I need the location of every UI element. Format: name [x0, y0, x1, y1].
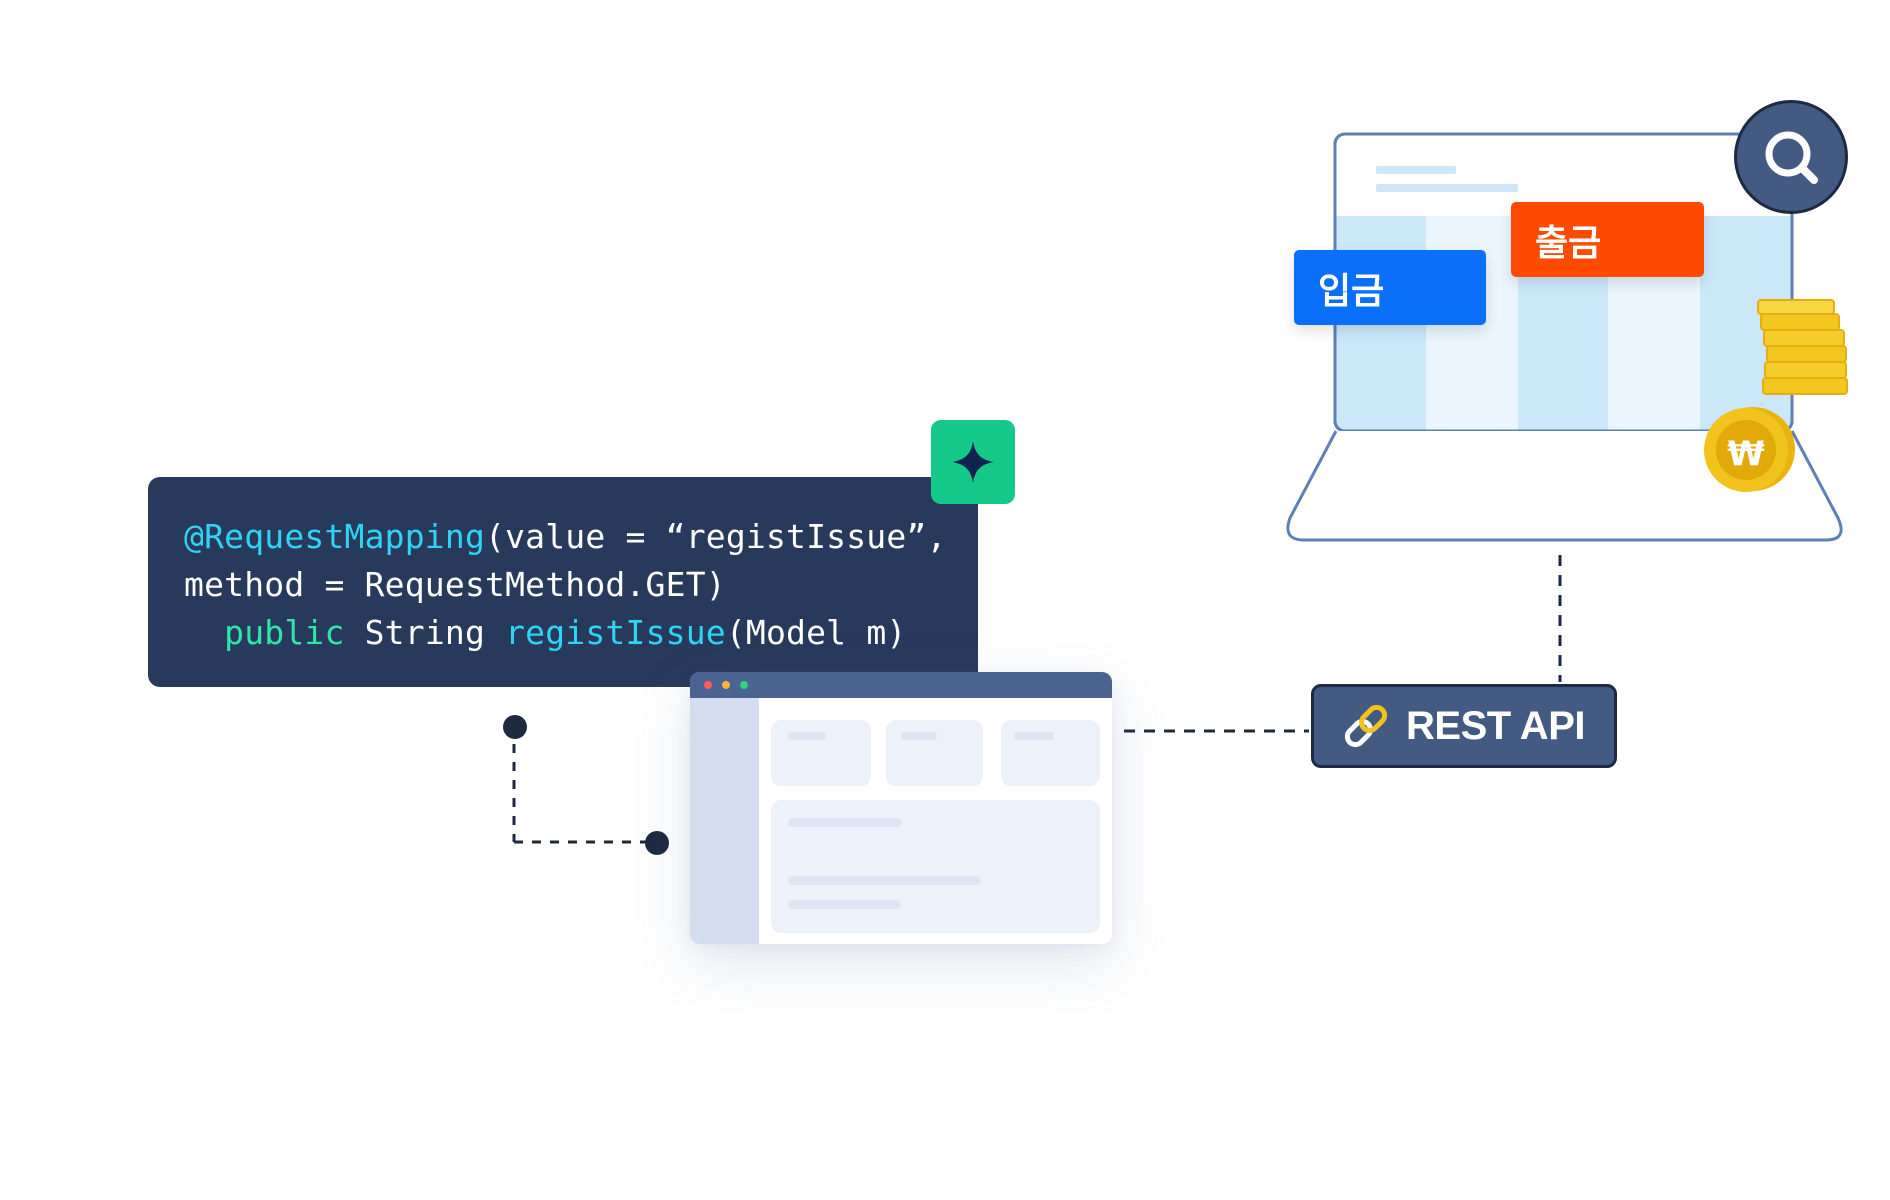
deposit-label: 입금 — [1318, 269, 1385, 311]
search-badge — [1734, 100, 1848, 214]
code-line1-rest: (value = “registIssue”, — [485, 517, 947, 556]
deposit-tag: 입금 — [1294, 250, 1486, 325]
stat-card — [1001, 720, 1100, 786]
coin-stack — [1757, 299, 1848, 395]
stat-card — [771, 720, 871, 786]
connector-dot-top — [503, 715, 527, 739]
app-window-mockup — [690, 672, 1112, 944]
code-annotation: @RequestMapping — [184, 517, 486, 556]
window-titlebar — [690, 672, 1112, 698]
code-type: String — [344, 613, 506, 652]
stat-card — [886, 720, 983, 786]
code-line2: method = RequestMethod.GET) — [184, 565, 726, 604]
code-keyword: public — [224, 613, 345, 652]
code-method-name: registIssue — [505, 613, 726, 652]
window-minimize-dot — [722, 681, 730, 689]
content-card — [771, 800, 1100, 933]
code-snippet-panel: @RequestMapping(value = “registIssue”, m… — [148, 477, 978, 687]
won-symbol: ₩ — [1727, 434, 1765, 474]
sparkle-icon — [952, 441, 994, 483]
code-text: @RequestMapping(value = “registIssue”, m… — [184, 513, 947, 657]
rest-api-label: REST API — [1406, 703, 1586, 748]
code-line3-rest: (Model m) — [725, 613, 907, 652]
connector-dot-right — [645, 831, 669, 855]
laptop-base — [1286, 430, 1843, 542]
withdraw-label: 출금 — [1535, 221, 1602, 263]
code-indent — [184, 613, 224, 652]
window-maximize-dot — [740, 681, 748, 689]
link-icon — [1344, 704, 1388, 748]
search-icon — [1765, 131, 1818, 184]
withdraw-tag: 출금 — [1511, 202, 1704, 277]
ai-sparkle-badge — [931, 420, 1015, 504]
rest-api-badge: REST API — [1311, 684, 1617, 768]
window-sidebar — [690, 698, 759, 944]
window-close-dot — [704, 681, 712, 689]
